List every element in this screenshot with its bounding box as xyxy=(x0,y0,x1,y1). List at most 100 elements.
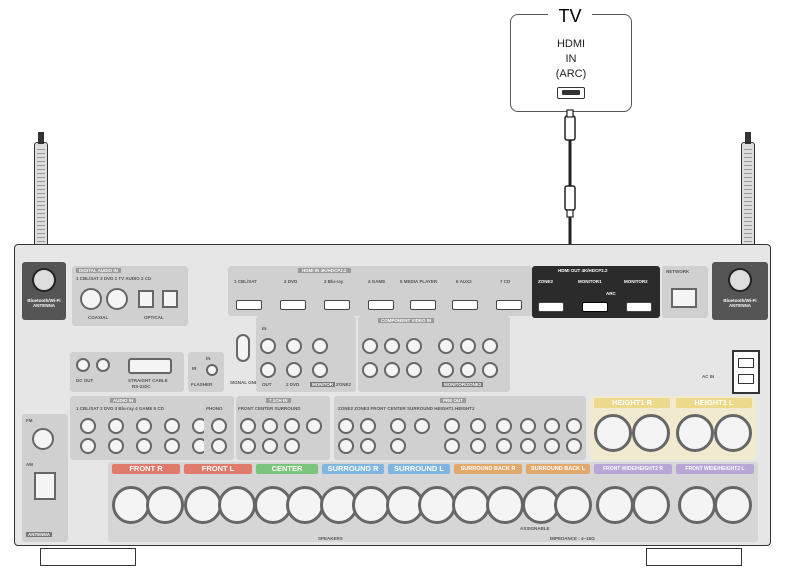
height1-r-post-plus[interactable] xyxy=(594,414,632,452)
pre-out-jack-1[interactable] xyxy=(338,418,354,434)
surround-back-r-post-plus[interactable] xyxy=(452,486,490,524)
video-in-jack-3[interactable] xyxy=(312,338,328,354)
pre-out-jack-8[interactable] xyxy=(520,418,536,434)
pre-out-jack-6[interactable] xyxy=(470,418,486,434)
video-dvd-jack[interactable] xyxy=(286,362,302,378)
surround-back-r-post-minus[interactable] xyxy=(486,486,524,524)
surround-r-post-plus[interactable] xyxy=(320,486,358,524)
component-in-jack-3[interactable] xyxy=(406,338,422,354)
component-out-jack-3[interactable] xyxy=(482,362,498,378)
ch71-jack-5[interactable] xyxy=(240,438,256,454)
ch71-jack-4[interactable] xyxy=(306,418,322,434)
front-wide-r-post-plus[interactable] xyxy=(596,486,634,524)
video-in-jack-1[interactable] xyxy=(260,338,276,354)
pre-out-jack-17[interactable] xyxy=(520,438,536,454)
front-r-post-minus[interactable] xyxy=(146,486,184,524)
ch71-jack-2[interactable] xyxy=(262,418,278,434)
hdmi-in-port-2[interactable] xyxy=(280,300,306,310)
component-in-jack-2[interactable] xyxy=(384,338,400,354)
center-post-plus[interactable] xyxy=(254,486,292,524)
rs232c-port[interactable] xyxy=(128,358,172,374)
coaxial-jack-2[interactable] xyxy=(106,288,128,310)
optical-port-2[interactable] xyxy=(162,290,178,308)
ch71-jack-3[interactable] xyxy=(284,418,300,434)
audio-in-jack-1[interactable] xyxy=(80,418,96,434)
phono-jack-2[interactable] xyxy=(211,438,227,454)
hdmi-out-monitor2-port[interactable] xyxy=(626,302,652,312)
ch71-jack-1[interactable] xyxy=(240,418,256,434)
dc-out-jack-1[interactable] xyxy=(76,358,90,372)
component-in-jack-1[interactable] xyxy=(362,338,378,354)
front-wide-r-post-minus[interactable] xyxy=(632,486,670,524)
dc-out-jack-2[interactable] xyxy=(96,358,110,372)
front-l-post-plus[interactable] xyxy=(184,486,222,524)
pre-out-jack-13[interactable] xyxy=(390,438,406,454)
pre-out-jack-10[interactable] xyxy=(566,418,582,434)
pre-out-jack-19[interactable] xyxy=(566,438,582,454)
pre-out-jack-4[interactable] xyxy=(414,418,430,434)
front-wide-l-post-minus[interactable] xyxy=(714,486,752,524)
height1-l-post-minus[interactable] xyxy=(714,414,752,452)
component-in-jack-9[interactable] xyxy=(406,362,422,378)
antenna-right[interactable] xyxy=(741,142,755,260)
audio-in-jack-3[interactable] xyxy=(136,418,152,434)
pre-out-jack-11[interactable] xyxy=(338,438,354,454)
ac-inlet[interactable] xyxy=(732,350,760,394)
am-antenna-terminal[interactable] xyxy=(34,472,56,500)
hdmi-out-monitor1-port[interactable] xyxy=(582,302,608,312)
pre-out-jack-3[interactable] xyxy=(390,418,406,434)
phono-jack-1[interactable] xyxy=(211,418,227,434)
audio-in-jack-2[interactable] xyxy=(108,418,124,434)
ethernet-port[interactable] xyxy=(671,288,697,308)
pre-out-jack-14[interactable] xyxy=(444,438,460,454)
audio-in-jack-8[interactable] xyxy=(136,438,152,454)
surround-l-post-minus[interactable] xyxy=(418,486,456,524)
component-out-jack-1[interactable] xyxy=(438,362,454,378)
audio-in-jack-6[interactable] xyxy=(80,438,96,454)
component-in-jack-6[interactable] xyxy=(482,338,498,354)
surround-r-post-minus[interactable] xyxy=(352,486,390,524)
video-out-jack[interactable] xyxy=(260,362,276,378)
flasher-jack[interactable] xyxy=(206,364,218,376)
pre-out-jack-18[interactable] xyxy=(544,438,560,454)
pre-out-jack-12[interactable] xyxy=(360,438,376,454)
hdmi-in-port-3[interactable] xyxy=(324,300,350,310)
component-in-jack-7[interactable] xyxy=(362,362,378,378)
pre-out-jack-15[interactable] xyxy=(470,438,486,454)
video-in-jack-2[interactable] xyxy=(286,338,302,354)
ch71-jack-7[interactable] xyxy=(284,438,300,454)
audio-in-jack-9[interactable] xyxy=(164,438,180,454)
component-out-jack-2[interactable] xyxy=(460,362,476,378)
pre-out-jack-16[interactable] xyxy=(496,438,512,454)
center-post-minus[interactable] xyxy=(286,486,324,524)
ch71-jack-6[interactable] xyxy=(262,438,278,454)
optical-port-1[interactable] xyxy=(138,290,154,308)
hdmi-in-port-5[interactable] xyxy=(410,300,436,310)
fm-antenna-jack[interactable] xyxy=(32,428,54,450)
coaxial-jack-1[interactable] xyxy=(80,288,102,310)
pre-out-jack-2[interactable] xyxy=(360,418,376,434)
component-in-jack-5[interactable] xyxy=(460,338,476,354)
surround-back-l-post-minus[interactable] xyxy=(554,486,592,524)
hdmi-in-port-4[interactable] xyxy=(368,300,394,310)
antenna-left[interactable] xyxy=(34,142,48,260)
signal-gnd-terminal[interactable] xyxy=(236,334,250,362)
front-r-post-plus[interactable] xyxy=(112,486,150,524)
pre-out-jack-9[interactable] xyxy=(544,418,560,434)
front-wide-l-post-plus[interactable] xyxy=(678,486,716,524)
video-monitor-jack[interactable] xyxy=(312,362,328,378)
front-l-post-minus[interactable] xyxy=(218,486,256,524)
component-in-jack-4[interactable] xyxy=(438,338,454,354)
pre-out-jack-7[interactable] xyxy=(496,418,512,434)
hdmi-out-zone2-port[interactable] xyxy=(538,302,564,312)
surround-l-post-plus[interactable] xyxy=(386,486,424,524)
hdmi-in-port-7[interactable] xyxy=(496,300,522,310)
pre-out-jack-5[interactable] xyxy=(444,418,460,434)
height1-r-post-minus[interactable] xyxy=(632,414,670,452)
audio-in-jack-4[interactable] xyxy=(164,418,180,434)
hdmi-in-port-6[interactable] xyxy=(452,300,478,310)
audio-in-jack-7[interactable] xyxy=(108,438,124,454)
height1-l-post-plus[interactable] xyxy=(676,414,714,452)
component-in-jack-8[interactable] xyxy=(384,362,400,378)
hdmi-in-port-1[interactable] xyxy=(236,300,262,310)
